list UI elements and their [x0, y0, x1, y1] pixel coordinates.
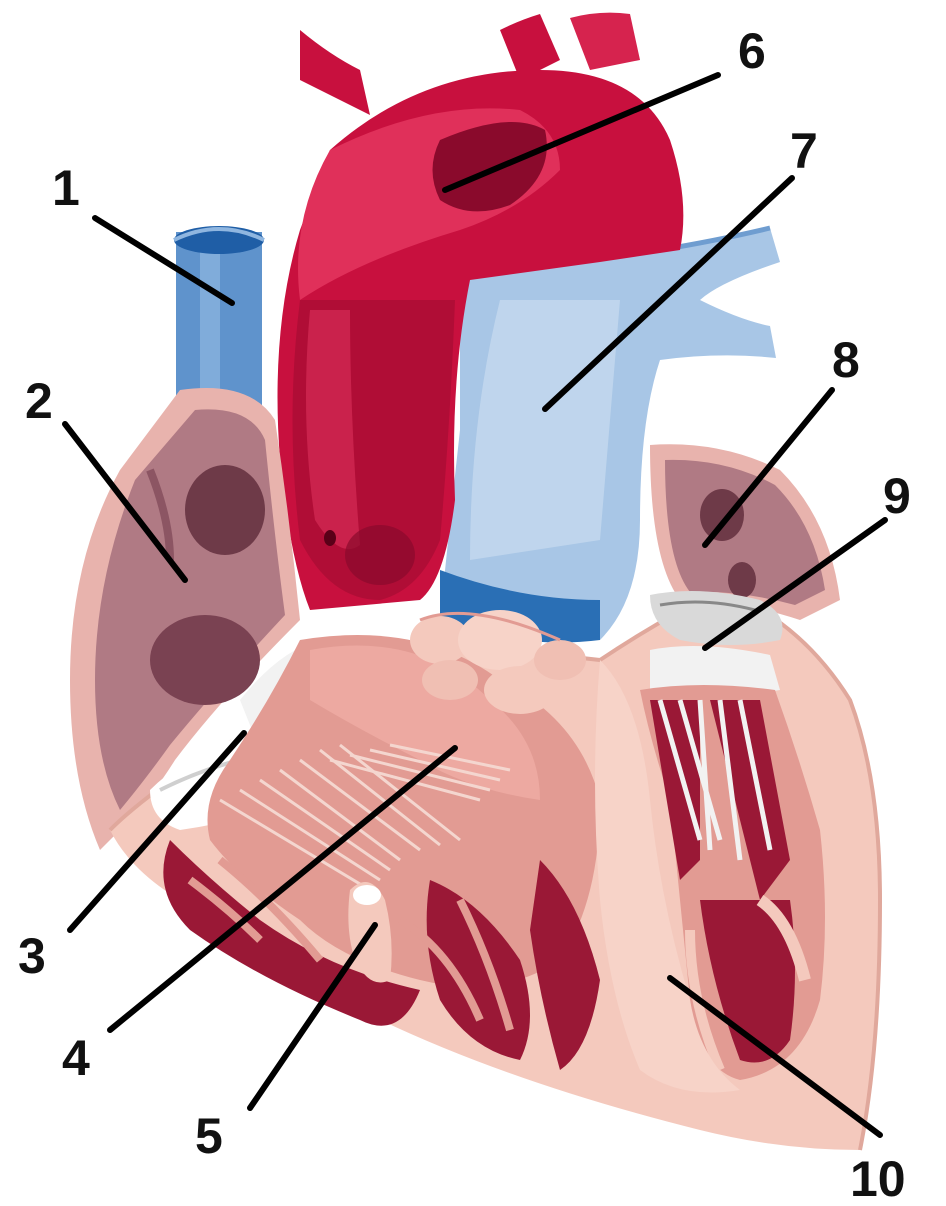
label-5: 5	[195, 1108, 223, 1164]
label-3: 3	[18, 928, 46, 984]
label-2: 2	[25, 373, 53, 429]
label-6: 6	[738, 23, 766, 79]
label-10: 10	[850, 1151, 906, 1206]
label-9: 9	[883, 468, 911, 524]
label-4: 4	[62, 1030, 90, 1086]
label-1: 1	[52, 160, 80, 216]
label-8: 8	[832, 332, 860, 388]
label-7: 7	[790, 123, 818, 179]
